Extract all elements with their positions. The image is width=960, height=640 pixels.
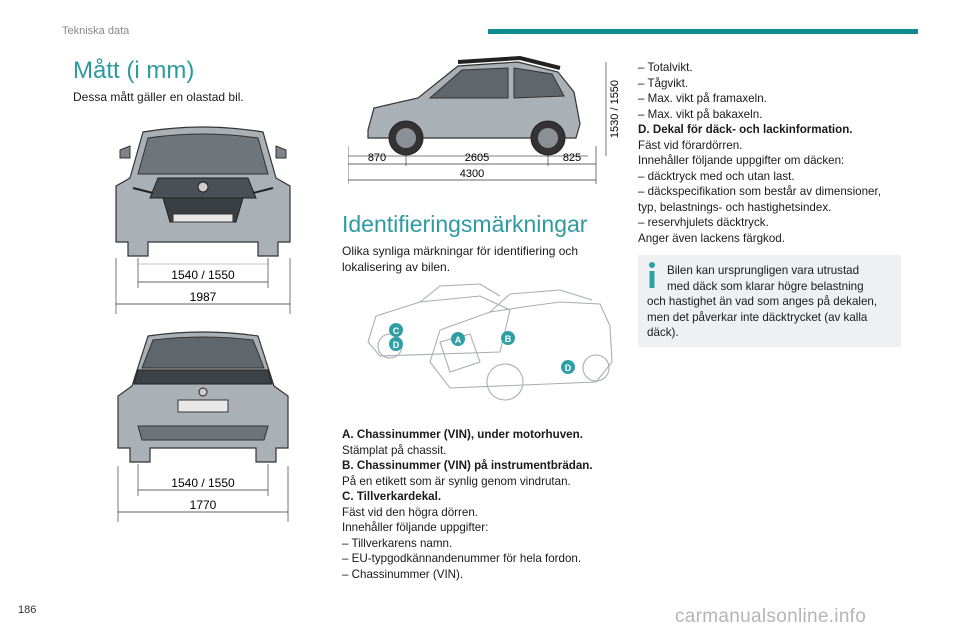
identification-list: A. Chassinummer (VIN), under motorhuven.… — [342, 427, 593, 582]
item-d-line-4: – reservhjulets däcktryck. — [638, 216, 769, 229]
info-icon — [649, 262, 655, 288]
front-width-label: 1987 — [190, 290, 217, 304]
item-c-contents: Innehåller följande uppgifter: — [342, 521, 489, 534]
height-label: 1530 / 1550 — [609, 80, 621, 138]
section-header: Tekniska data — [62, 25, 130, 37]
identification-intro-1: Olika synliga märkningar för identifieri… — [342, 244, 579, 258]
marker-d-front: D — [389, 337, 403, 351]
svg-text:C: C — [393, 326, 400, 336]
svg-text:D: D — [565, 363, 572, 373]
svg-text:B: B — [505, 334, 512, 344]
rear-overhang-label: 825 — [563, 152, 581, 164]
note-line-5: däck). — [647, 326, 679, 339]
rear-width-label: 1770 — [190, 498, 217, 512]
wheelbase-label: 2605 — [465, 152, 489, 164]
page-number: 186 — [18, 604, 37, 616]
front-view-diagram: 1540 / 1550 1987 — [115, 126, 291, 314]
marker-b: B — [501, 331, 515, 345]
identification-list-continued: – Totalvikt. – Tågvikt. – Max. vikt på f… — [638, 60, 881, 246]
item-b-heading: B. Chassinummer (VIN) på instrumentbräda… — [342, 459, 593, 472]
front-overhang-label: 870 — [368, 152, 386, 164]
item-c-text: Fäst vid den högra dörren. — [342, 505, 478, 519]
marker-d-rear: D — [561, 360, 575, 374]
note-line-4: men det påverkar inte däcktrycket (av ka… — [647, 310, 868, 324]
item-d-line-5: Anger även lackens färgkod. — [638, 231, 785, 245]
rear-track-label: 1540 / 1550 — [171, 476, 235, 490]
item-d-line-2: – däckspecifikation som består av dimens… — [638, 185, 881, 198]
item-d-contents: Innehåller följande uppgifter om däcken: — [638, 154, 845, 167]
item-c-line-3: – Chassinummer (VIN). — [342, 567, 464, 581]
item-c-line-1: – Tillverkarens namn. — [342, 536, 453, 550]
item-a-text: Stämplat på chassit. — [342, 443, 447, 457]
item-c-line-5: – Tågvikt. — [638, 76, 689, 90]
item-b-text: På en etikett som är synlig genom vindru… — [342, 474, 571, 488]
item-d-line-3: typ, belastnings- och hastighetsindex. — [638, 200, 832, 214]
info-note: Bilen kan ursprungligen vara utrustad me… — [638, 255, 901, 347]
item-c-heading: C. Tillverkardekal. — [342, 490, 442, 503]
front-track-label: 1540 / 1550 — [171, 268, 235, 282]
side-view-diagram: 870 2605 825 4300 1530 / 1550 — [348, 55, 621, 184]
note-line-2: med däck som klarar högre belastning — [667, 279, 864, 293]
rear-view-diagram: 1540 / 1550 1770 — [117, 331, 289, 522]
item-d-text: Fäst vid förardörren. — [638, 138, 743, 152]
item-d-heading: D. Dekal för däck- och lackinformation. — [638, 123, 853, 136]
item-c-line-6: – Max. vikt på framaxeln. — [638, 92, 767, 105]
length-label: 4300 — [460, 168, 484, 180]
note-line-1: Bilen kan ursprungligen vara utrustad — [667, 264, 860, 277]
item-c-line-4: – Totalvikt. — [638, 61, 693, 74]
watermark: carmanualsonline.info — [675, 606, 867, 627]
svg-text:D: D — [393, 340, 400, 350]
identification-diagram: C D A B D — [367, 283, 613, 401]
header-accent-bar — [488, 29, 918, 34]
item-d-line-1: – däcktryck med och utan last. — [638, 169, 795, 183]
identification-intro-2: lokalisering av bilen. — [342, 260, 451, 274]
dimensions-intro: Dessa mått gäller en olastad bil. — [73, 90, 244, 104]
svg-text:A: A — [455, 335, 462, 345]
marker-a: A — [451, 332, 465, 346]
item-c-line-7: – Max. vikt på bakaxeln. — [638, 107, 763, 121]
page-title: Mått (i mm) — [73, 57, 195, 84]
item-c-line-2: – EU-typgodkännandenummer för hela fordo… — [342, 552, 582, 565]
note-line-3: och hastighet än vad som anges på dekale… — [647, 295, 878, 308]
item-a-heading: A. Chassinummer (VIN), under motorhuven. — [342, 428, 583, 441]
identification-title: Identifieringsmärkningar — [342, 211, 588, 237]
marker-c: C — [389, 323, 403, 337]
